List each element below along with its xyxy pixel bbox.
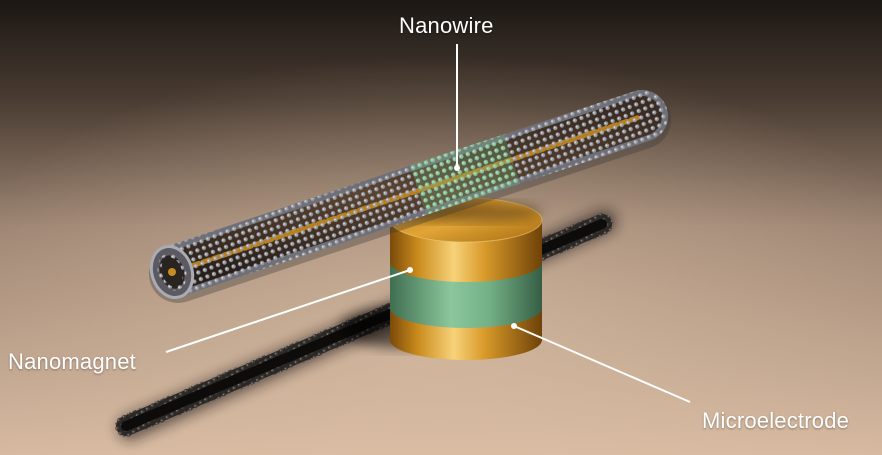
nanomagnet-label: Nanomagnet [8, 349, 136, 374]
nanomagnet-leader-dot [407, 267, 413, 273]
microelectrode-leader-line [513, 325, 691, 403]
nanomagnet-leader-line [165, 269, 411, 353]
microelectrode-label: Microelectrode [702, 408, 850, 433]
nanowire-label: Nanowire [399, 13, 494, 38]
nanowire-tube [149, 90, 671, 303]
microelectrode-leader-dot [511, 323, 517, 329]
nanowire-leader-dot [454, 165, 460, 171]
